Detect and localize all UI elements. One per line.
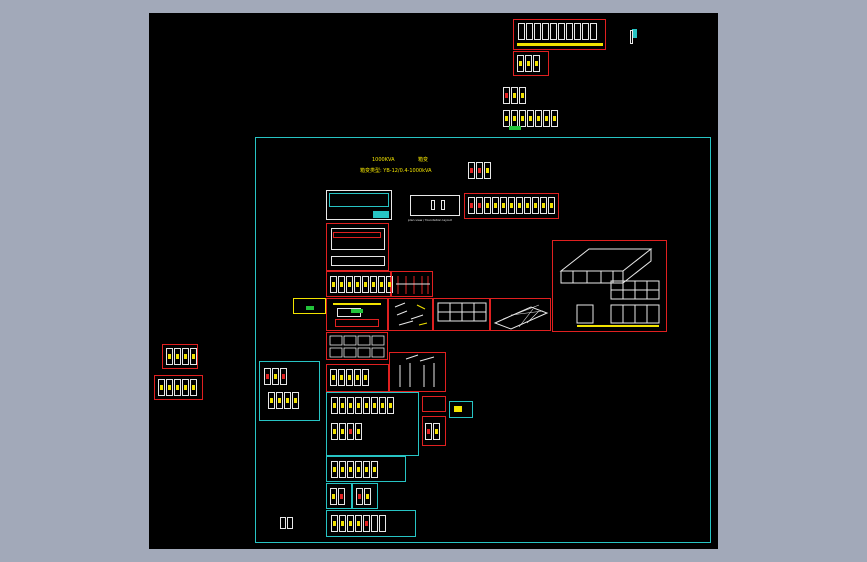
left-cabinet-group-upper[interactable] <box>162 344 198 369</box>
drawing-sheet-frame[interactable]: 1000KVA 箱变 箱变类型: YB-12/0.4-1000kVA plan … <box>255 137 711 543</box>
section-detail-block[interactable] <box>391 271 433 297</box>
cabinet-front-view[interactable] <box>410 195 460 216</box>
cabinet-pair-block[interactable] <box>326 456 406 482</box>
cabinet-elevation-group-frame[interactable] <box>464 193 559 219</box>
component-detail-tall[interactable] <box>422 416 446 446</box>
cad-drawing-canvas[interactable]: 1000KVA 箱变 箱变类型: YB-12/0.4-1000kVA plan … <box>149 13 718 549</box>
panel-layout-block[interactable] <box>326 190 392 220</box>
small-cabinet-red[interactable] <box>352 483 378 509</box>
terminal-detail-block[interactable] <box>293 298 326 314</box>
header-cabinets[interactable] <box>468 162 491 179</box>
header-label-left: 1000KVA <box>372 157 395 163</box>
cabinet-side-block[interactable] <box>326 364 389 392</box>
cabinet-group-mid[interactable] <box>503 87 526 104</box>
cabinet-group-small[interactable] <box>513 51 549 76</box>
lone-cabinet-right[interactable] <box>287 517 293 529</box>
left-cabinet-group-lower[interactable] <box>154 375 203 400</box>
panel-grid-block[interactable] <box>433 298 490 331</box>
component-detail-cyan[interactable] <box>449 401 473 418</box>
lower-left-detail-block[interactable] <box>259 361 320 421</box>
small-cabinet-cyan[interactable] <box>326 483 352 509</box>
busbar-layout-block[interactable] <box>326 223 389 271</box>
component-detail-small[interactable] <box>422 396 446 412</box>
detail-caption: plan view / foundation layout <box>408 218 452 222</box>
green-tag <box>509 126 521 130</box>
cabinet-array-block[interactable] <box>326 392 419 456</box>
header-subtitle: 箱变类型: YB-12/0.4-1000kVA <box>360 168 432 174</box>
tray-plan-block[interactable] <box>490 298 551 331</box>
grid-table-block[interactable] <box>326 332 388 360</box>
cabinet-row-top[interactable] <box>503 110 558 127</box>
wiring-detail-block[interactable] <box>326 298 388 331</box>
cabinet-row-frame[interactable] <box>326 271 393 297</box>
legend-marker-outline <box>630 30 633 44</box>
cabinet-elevation-group-top[interactable] <box>513 19 606 50</box>
lone-cabinet-left[interactable] <box>280 517 286 529</box>
container-3d-view-block[interactable] <box>552 240 667 332</box>
connection-detail-block[interactable] <box>388 298 433 331</box>
bottom-cabinet-row[interactable] <box>326 510 416 537</box>
header-label-right: 箱变 <box>418 157 429 163</box>
section-cut-block[interactable] <box>389 352 446 392</box>
